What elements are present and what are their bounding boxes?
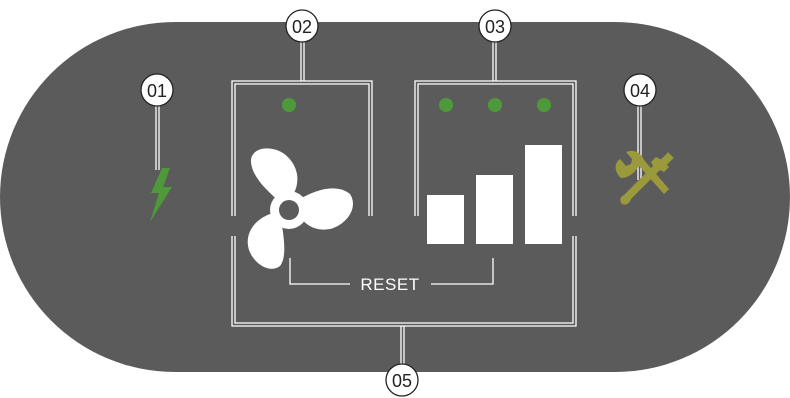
speed-led-1 [439, 98, 453, 112]
speed-bar-medium [476, 175, 513, 244]
callout-03-label: 03 [485, 17, 505, 37]
callout-01-label: 01 [147, 81, 167, 101]
callout-05-label: 05 [392, 371, 412, 391]
fan-status-led [282, 98, 296, 112]
callout-05: 05 [385, 363, 419, 397]
speed-led-3 [537, 98, 551, 112]
reset-label[interactable]: RESET [360, 275, 419, 294]
speed-led-2 [488, 98, 502, 112]
callout-01: 01 [140, 73, 174, 107]
tools-icon[interactable] [615, 150, 674, 205]
callout-02-label: 02 [292, 17, 312, 37]
callout-04-label: 04 [630, 81, 650, 101]
callout-03: 03 [478, 9, 512, 43]
speed-status-leds [439, 98, 551, 112]
panel-background [0, 22, 790, 372]
bracket-lines [155, 40, 642, 367]
callout-04: 04 [623, 73, 657, 107]
speed-bar-high [525, 145, 562, 244]
lightning-bolt-icon[interactable] [150, 168, 172, 222]
speed-bar-low [427, 195, 464, 244]
signal-bars-icon[interactable] [427, 145, 562, 244]
fan-icon[interactable] [247, 148, 353, 269]
callout-02: 02 [285, 9, 319, 43]
